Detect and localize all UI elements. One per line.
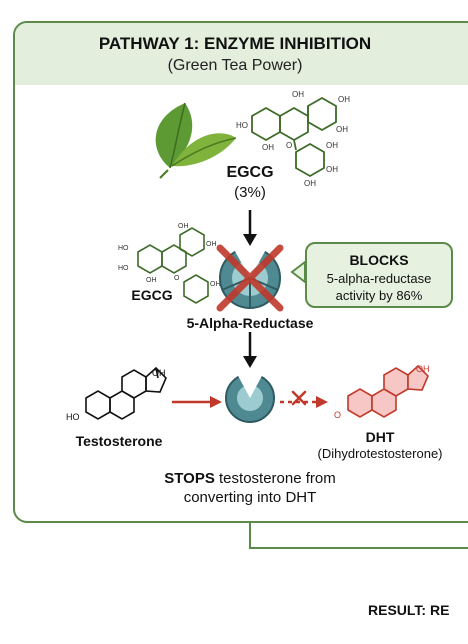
arrow-icon bbox=[280, 396, 328, 408]
mol-label-ho: HO bbox=[66, 412, 80, 422]
mol-label-oh: OH bbox=[152, 368, 166, 378]
egcg-left-label: EGCG bbox=[131, 287, 173, 303]
mol-label-oh: OH bbox=[326, 141, 338, 150]
panel-title: PATHWAY 1: ENZYME INHIBITION bbox=[98, 34, 372, 53]
mol-label-ho: HO bbox=[118, 265, 129, 272]
egcg-percent: (3%) bbox=[234, 184, 266, 201]
egcg-top-label: EGCG bbox=[226, 164, 274, 181]
panel-subtitle: (Green Tea Power) bbox=[167, 57, 303, 74]
mol-label-o: O bbox=[286, 141, 292, 150]
arrow-icon bbox=[172, 396, 222, 408]
mol-label-o: O bbox=[334, 410, 341, 420]
enzyme-icon bbox=[225, 372, 275, 423]
mol-label-oh: OH bbox=[416, 364, 430, 374]
mol-label-oh: OH bbox=[336, 125, 348, 134]
steroid-molecule-icon bbox=[85, 366, 167, 420]
callout-line2: activity by 86% bbox=[335, 288, 423, 303]
mol-label-oh: OH bbox=[206, 241, 217, 248]
enzyme-label: 5-Alpha-Reductase bbox=[186, 315, 314, 331]
result-label: RESULT: RE bbox=[368, 602, 450, 618]
mol-label-oh: OH bbox=[210, 281, 221, 288]
panel-header bbox=[15, 23, 468, 85]
mol-label-ho: HO bbox=[118, 245, 129, 252]
egcg-molecule-icon bbox=[137, 227, 209, 304]
dht-full-label: (Dihydrotestosterone) bbox=[317, 446, 443, 461]
mol-label-ho: HO bbox=[236, 121, 248, 130]
egcg-molecule-icon bbox=[251, 96, 337, 178]
callout-title: BLOCKS bbox=[349, 252, 409, 268]
stops-rest: testosterone from bbox=[214, 470, 336, 487]
stops-line2: converting into DHT bbox=[183, 489, 317, 506]
blocks-callout: BLOCKS 5-alpha-reductase activity by 86% bbox=[305, 242, 453, 308]
red-x-icon bbox=[216, 244, 284, 312]
callout-line1: 5-alpha-reductase bbox=[326, 271, 432, 286]
green-tea-leaf-icon bbox=[155, 102, 237, 179]
stops-line1: STOPS testosterone from bbox=[100, 470, 400, 487]
mol-label-o: O bbox=[174, 275, 180, 282]
stops-bold: STOPS bbox=[164, 470, 215, 487]
steroid-molecule-icon bbox=[347, 364, 429, 418]
testosterone-label: Testosterone bbox=[75, 433, 163, 449]
mol-label-oh: OH bbox=[338, 95, 350, 104]
mol-label-oh: OH bbox=[292, 90, 304, 99]
arrow-icon bbox=[243, 210, 257, 246]
mol-label-oh: OH bbox=[326, 165, 338, 174]
arrow-icon bbox=[243, 332, 257, 368]
callout-pointer bbox=[290, 259, 306, 285]
mol-label-oh: OH bbox=[178, 223, 189, 230]
dht-label: DHT bbox=[365, 429, 395, 445]
mol-label-oh: OH bbox=[146, 277, 157, 284]
mol-label-oh: OH bbox=[262, 143, 274, 152]
red-x-icon bbox=[291, 390, 307, 406]
mol-label-oh: OH bbox=[304, 179, 316, 188]
